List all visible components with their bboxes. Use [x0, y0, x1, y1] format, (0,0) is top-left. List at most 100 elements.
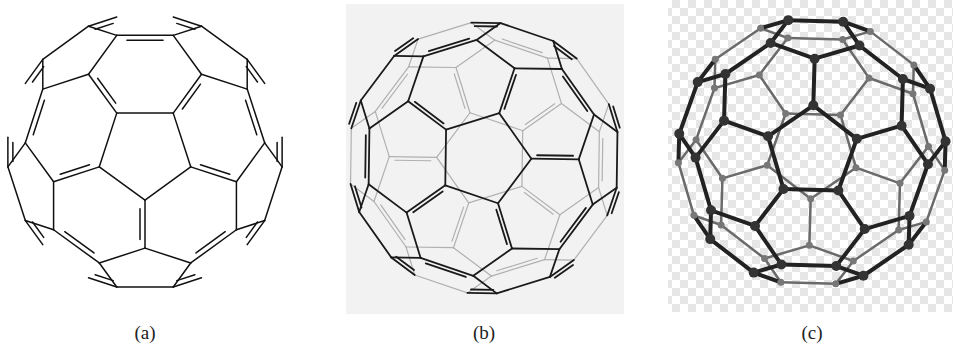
bond-stick — [759, 38, 787, 75]
bond-stick — [902, 79, 903, 126]
carbon-atom — [910, 61, 917, 68]
bond-line — [444, 130, 447, 186]
bond-stick — [678, 163, 693, 216]
bond-line — [477, 40, 515, 68]
bond-line — [389, 156, 436, 158]
single-bond — [173, 35, 201, 74]
double-bond-line — [471, 289, 493, 291]
single-bond — [99, 167, 145, 200]
bond-line — [467, 292, 496, 294]
bond-stick — [836, 229, 864, 266]
bond-stick — [724, 74, 725, 121]
carbon-atom — [941, 136, 951, 146]
bond-line — [523, 103, 562, 130]
bond-stick — [838, 139, 856, 191]
bond-line — [407, 185, 446, 212]
carbon-atom — [895, 227, 902, 234]
carbon-atom — [764, 162, 771, 169]
carbon-atom — [757, 25, 764, 32]
bond-line — [421, 258, 474, 276]
double-bond-line — [524, 193, 553, 215]
carbon-atom — [831, 261, 841, 271]
double-bond-line — [613, 106, 620, 127]
carbon-atom — [858, 271, 868, 281]
bond-stick — [859, 46, 902, 80]
double-bond-line — [502, 39, 542, 53]
carbon-atom — [850, 258, 857, 265]
double-bond-line — [555, 265, 573, 278]
carbon-atom — [897, 121, 907, 131]
bond-line — [562, 69, 594, 115]
bond-line — [369, 184, 407, 212]
bond-line — [437, 113, 470, 158]
bond-line — [408, 56, 423, 101]
carbon-atom — [923, 159, 933, 169]
double-bond-line — [415, 102, 444, 124]
bond-stick — [767, 165, 810, 199]
single-bond — [247, 221, 264, 245]
double-bond-line — [196, 232, 225, 253]
single-bond — [7, 137, 9, 167]
bond-line — [559, 205, 592, 250]
bond-line — [394, 55, 423, 57]
bond-line — [499, 113, 531, 159]
bond-line — [501, 23, 554, 41]
single-bond — [99, 113, 116, 167]
bond-line — [470, 113, 523, 131]
carbon-atom — [750, 221, 760, 231]
bond-line — [445, 185, 498, 203]
double-bond-line — [139, 209, 141, 240]
double-bond-line — [561, 208, 586, 242]
carbon-atom — [833, 186, 843, 196]
bond-stick — [696, 158, 711, 211]
double-bond-line — [33, 67, 44, 82]
double-bond-line — [426, 263, 466, 277]
carbon-atom — [807, 195, 814, 202]
carbon-atom — [766, 38, 776, 48]
double-bond-line — [612, 192, 619, 213]
single-bond — [145, 248, 191, 263]
bond-line — [471, 23, 494, 41]
double-bond-line — [504, 75, 516, 109]
carbon-atom — [674, 129, 684, 139]
bond-line — [498, 159, 531, 204]
bond-line — [531, 158, 578, 160]
bond-stick — [815, 46, 860, 59]
single-bond — [191, 230, 237, 263]
bond-line — [361, 56, 394, 101]
double-bond-line — [475, 25, 497, 27]
single-bond — [89, 17, 117, 26]
bond-line — [456, 67, 470, 112]
carbon-atom — [867, 28, 874, 35]
bond-line — [547, 58, 561, 103]
bond-stick — [813, 59, 814, 106]
bond-line — [491, 260, 544, 276]
bond-stick — [755, 226, 781, 265]
bond-stick — [781, 282, 836, 284]
single-bond — [246, 59, 248, 89]
bond-line — [391, 257, 414, 275]
single-bond — [25, 89, 42, 143]
bond-stick — [856, 168, 900, 184]
double-bond-line — [364, 135, 366, 177]
bond-stick — [710, 239, 753, 273]
bond-stick — [840, 78, 868, 115]
carbon-atom — [779, 184, 789, 194]
single-bond — [247, 89, 264, 143]
single-bond — [281, 137, 283, 167]
bond-stick — [679, 82, 697, 134]
bond-line — [415, 275, 468, 293]
bond-line — [579, 159, 593, 204]
carbon-atom — [909, 90, 916, 97]
panel-ground — [346, 4, 624, 314]
bond-stick — [843, 40, 869, 79]
single-bond — [247, 59, 264, 83]
fullerene-ball-stick — [674, 15, 950, 287]
single-bond — [25, 143, 53, 182]
double-bond-line — [395, 160, 431, 162]
double-bond-line — [60, 165, 89, 175]
double-bond-line — [602, 139, 604, 181]
double-bond-line — [382, 74, 407, 108]
bond-line — [369, 101, 408, 128]
single-bond — [43, 74, 89, 89]
